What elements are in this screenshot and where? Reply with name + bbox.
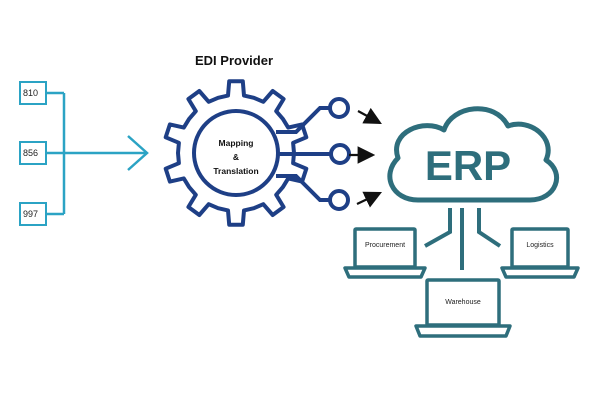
diagram-title: EDI Provider — [195, 53, 273, 68]
document-856: 856 — [19, 141, 47, 165]
laptop-logistics — [500, 227, 580, 279]
output-node-bottom — [328, 189, 350, 211]
document-997: 997 — [19, 202, 47, 226]
gear-label-line-2: & — [233, 152, 239, 162]
gear-output-connectors — [276, 106, 331, 202]
document-997-label: 997 — [23, 209, 38, 219]
cloud-icon — [387, 106, 560, 203]
document-810-label: 810 — [23, 88, 38, 98]
erp-arrows — [349, 107, 382, 208]
output-node-top — [328, 97, 350, 119]
arrow-top — [357, 107, 382, 125]
system-label-procurement: Procurement — [365, 242, 405, 249]
laptop-procurement — [343, 227, 427, 279]
gear-label-line-1: Mapping — [219, 138, 254, 148]
gear-label-line-3: Translation — [213, 166, 258, 176]
input-connector — [46, 91, 149, 216]
erp-connectors — [424, 208, 502, 270]
document-810: 810 — [19, 81, 47, 105]
arrow-bottom — [356, 191, 382, 208]
system-label-logistics: Logistics — [526, 242, 554, 249]
document-856-label: 856 — [23, 148, 38, 158]
laptop-warehouse — [414, 278, 512, 338]
system-label-warehouse: Warehouse — [445, 299, 481, 306]
output-node-middle — [329, 143, 351, 165]
erp-label: ERP — [425, 142, 511, 189]
